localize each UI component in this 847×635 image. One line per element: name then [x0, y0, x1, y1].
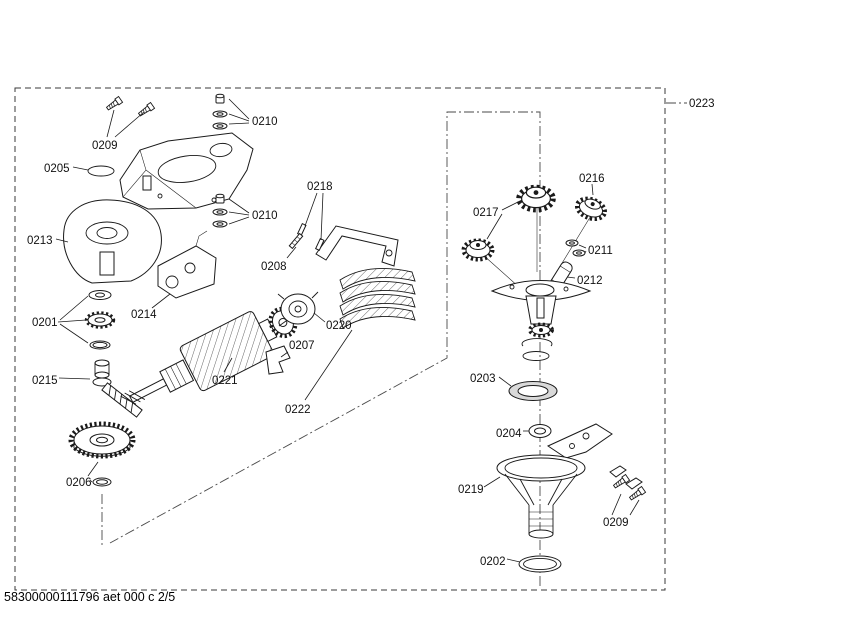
planet-carrier-hub: [490, 280, 592, 361]
part-label-0205: 0205: [44, 163, 70, 175]
bevel-gear-0217-large: [519, 187, 553, 209]
bearing-0204: [528, 424, 552, 438]
upper-housing-frame: [119, 132, 254, 210]
ring-0203: [508, 381, 558, 401]
part-label-0217: 0217: [473, 207, 499, 219]
gearbox-cover-0213: [63, 199, 162, 284]
switch-plate-0214: [157, 230, 217, 299]
part-label-0216: 0216: [579, 173, 605, 185]
pin-0208: [288, 232, 304, 250]
diagram-dashed-frame: [14, 87, 666, 591]
screws-0209-right: [609, 465, 647, 502]
part-label-0212: 0212: [577, 275, 603, 287]
worm-shaft-0215: [92, 359, 143, 418]
part-label-0215: 0215: [32, 375, 58, 387]
bevel-gear-0217-small: [464, 241, 492, 260]
part-label-0210-lower: 0210: [252, 210, 278, 222]
part-label-0221: 0221: [212, 375, 238, 387]
funnel-0219: [496, 454, 586, 539]
part-label-0218: 0218: [307, 181, 333, 193]
part-label-0210-upper: 0210: [252, 116, 278, 128]
part-label-0209-right: 0209: [603, 517, 629, 529]
bearing-stack-0201: [84, 290, 116, 350]
part-label-0214: 0214: [131, 309, 157, 321]
part-label-0204: 0204: [496, 428, 522, 440]
assembly-centerline: [109, 111, 541, 586]
ring-0202: [518, 555, 562, 573]
part-label-0208: 0208: [261, 261, 287, 273]
part-label-0223: 0223: [689, 98, 715, 110]
part-label-0213: 0213: [27, 235, 53, 247]
part-label-0207: 0207: [289, 340, 315, 352]
part-label-0220: 0220: [326, 320, 352, 332]
main-gear-0206: [68, 421, 136, 487]
leader-lines: [55, 98, 640, 563]
part-labels: 0209 0205 0210 0213 0210 0218 0208 0214 …: [27, 98, 715, 568]
document-caption: 58300000111796 aet 000 c 2/5: [4, 590, 175, 604]
bearing-plate-0220: [277, 291, 319, 327]
part-label-0222: 0222: [285, 404, 311, 416]
part-label-0219: 0219: [458, 484, 484, 496]
part-label-0206: 0206: [66, 477, 92, 489]
support-bracket-0218: [296, 222, 399, 267]
washer-stack-0210-lower: [212, 193, 228, 228]
washer-stack-0210-upper: [212, 93, 228, 130]
bevel-gear-0216: [575, 195, 608, 222]
bracket-0207: [265, 345, 291, 375]
washers-0211: [565, 239, 586, 257]
part-label-0211: 0211: [588, 245, 613, 257]
part-label-0209-top: 0209: [92, 140, 118, 152]
part-label-0203: 0203: [470, 373, 496, 385]
drive-plate: [546, 423, 613, 459]
seal-ring-0205: [87, 165, 115, 177]
part-label-0201: 0201: [32, 317, 58, 329]
part-label-0202: 0202: [480, 556, 506, 568]
flex-stack-0222: [339, 267, 416, 329]
